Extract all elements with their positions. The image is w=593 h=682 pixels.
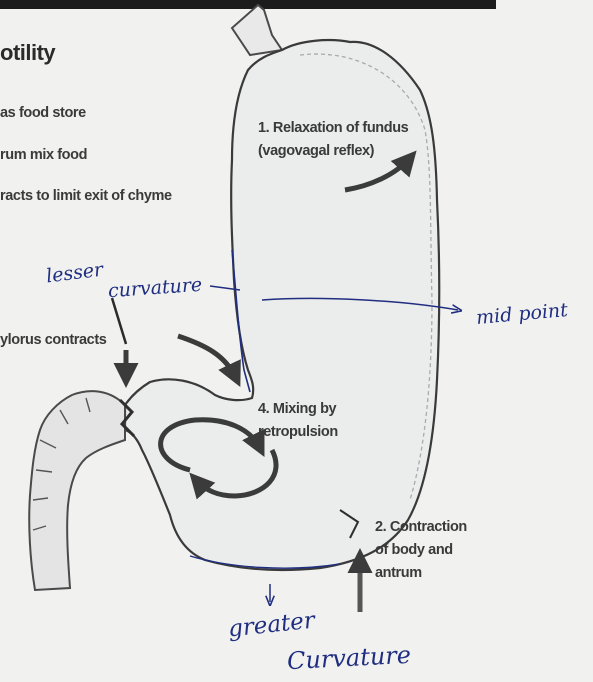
pylorus-arrow	[178, 336, 236, 378]
step-2-line-3: antrum	[375, 562, 467, 585]
esophagus	[232, 5, 282, 55]
step-2-label: 2. Contraction of body and antrum	[375, 516, 467, 585]
step-4-label: 4. Mixing by retropulsion	[258, 398, 338, 444]
step-2-line-2: of body and	[375, 539, 467, 562]
step-1-label: 1. Relaxation of fundus (vagovagal refle…	[258, 117, 408, 163]
pylorus-label: ylorus contracts	[0, 332, 106, 348]
lesser-curvature-pointer	[112, 298, 126, 344]
slide-title: otility	[0, 40, 55, 66]
step-4-line-2: retropulsion	[258, 421, 338, 444]
bullet-food-store: as food store	[0, 105, 86, 121]
step-4-line-1: 4. Mixing by	[258, 398, 338, 421]
bullet-limit-chyme: racts to limit exit of chyme	[0, 188, 172, 204]
step-2-line-1: 2. Contraction	[375, 516, 467, 539]
bullet-mix-food: rum mix food	[0, 147, 87, 163]
duodenum	[29, 391, 125, 590]
step-1-line-1: 1. Relaxation of fundus	[258, 117, 408, 140]
step-1-line-2: (vagovagal reflex)	[258, 140, 408, 163]
